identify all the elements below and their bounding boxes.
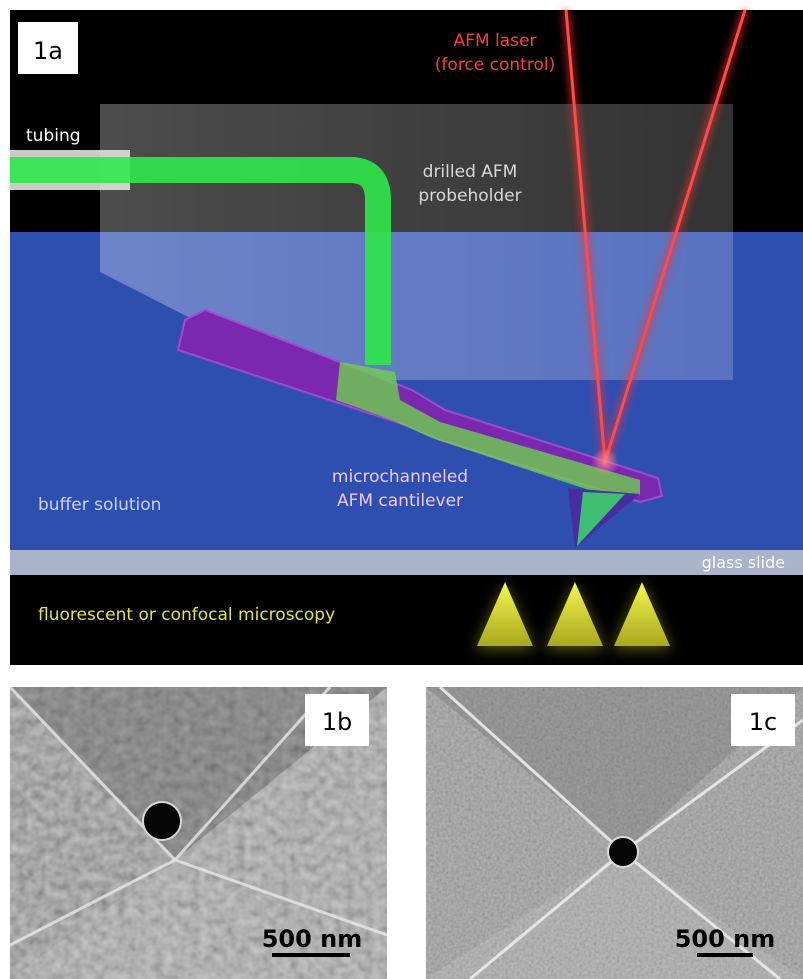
buffer-label: buffer solution: [38, 495, 161, 515]
ridge-c-3: [469, 850, 624, 979]
laser-reflected: [603, 9, 747, 463]
laser-spot: [591, 448, 619, 476]
microscopy-cones: [475, 582, 672, 650]
ridge-c-4: [622, 850, 781, 979]
panel-label-1c: 1c: [749, 708, 777, 736]
panel-label-1a: 1a: [33, 37, 63, 65]
panel-label-box-1b: [305, 694, 369, 746]
panel-1b: 1b 500 nm: [10, 687, 387, 979]
laser-label-line2: (force control): [435, 55, 555, 75]
panel-1c: 1c 500 nm: [426, 687, 803, 979]
probeholder-label-line2: probeholder: [418, 186, 521, 206]
ridge-b-4: [174, 858, 387, 937]
pyramid-face-bottom-c: [426, 852, 803, 979]
laser-label-line1: AFM laser: [454, 31, 537, 51]
microscopy-label: fluorescent or confocal microscopy: [38, 605, 335, 625]
panel-label-1b: 1b: [322, 708, 353, 736]
cantilever-label-line1: microchanneled: [332, 467, 468, 487]
cantilever-channel: [336, 362, 640, 497]
pyramid-face-bottom-b: [10, 860, 387, 979]
ridge-b-3: [10, 858, 176, 947]
cantilever-label-line2: AFM cantilever: [337, 491, 463, 511]
cone-2: [547, 582, 603, 646]
aperture-c: [607, 836, 639, 868]
panel-label-box-1c: [731, 694, 795, 746]
scale-label-b: 500 nm: [262, 925, 363, 953]
cone-3: [614, 582, 670, 646]
aperture-b: [142, 801, 182, 841]
ridge-c-1: [438, 687, 625, 854]
cone-1: [477, 582, 533, 646]
laser-beams: [562, 8, 749, 476]
panel-1a: 1a AFM laser (force control) tubing dril…: [10, 8, 803, 665]
pyramid-face-right-b: [175, 687, 387, 979]
glass-slide: [10, 550, 803, 575]
panel-label-box-1a: [18, 22, 78, 74]
glass-label: glass slide: [702, 553, 785, 572]
laser-incident: [564, 9, 607, 463]
scale-label-c: 500 nm: [675, 925, 776, 953]
scale-bar-b: [272, 953, 350, 957]
scale-bar-c: [697, 953, 753, 957]
cantilever-tip-channel: [577, 492, 625, 546]
tubing-label: tubing: [26, 126, 81, 146]
probeholder-label-line1: drilled AFM: [423, 162, 518, 182]
pyramid-face-top-c: [426, 687, 803, 852]
fluid-channel: [10, 157, 391, 365]
ridge-b-2: [173, 687, 332, 862]
